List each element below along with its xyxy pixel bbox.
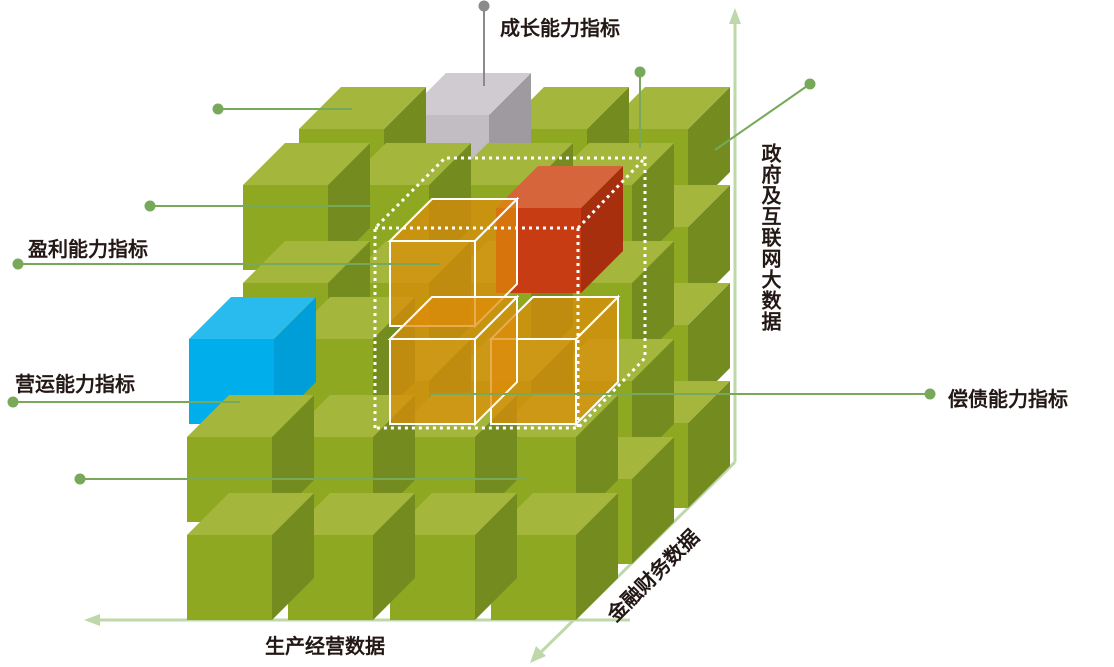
cube-top-face <box>187 395 314 437</box>
cube-side-face <box>576 493 618 620</box>
leader-unlabeled-5-dot-icon <box>804 78 816 90</box>
cube-side-face <box>688 185 730 312</box>
arrow-down-left-icon <box>530 646 546 663</box>
cube-top-face <box>603 87 730 129</box>
cube-front-face <box>187 535 272 620</box>
cube-side-face <box>688 381 730 508</box>
label-operation: 营运能力指标 <box>15 372 135 396</box>
leader-growth-dot-icon <box>478 0 490 12</box>
leader-profit-dot-icon <box>12 258 24 270</box>
cube-side-face <box>475 395 517 522</box>
cube-top-face <box>187 493 314 535</box>
cube-top-face <box>390 493 517 535</box>
leader-unlabeled-1-dot-icon <box>212 103 224 115</box>
axis-label-production: 生产经营数据 <box>265 634 385 658</box>
cube-top-face <box>404 73 531 115</box>
green-cube <box>390 493 517 620</box>
cube-top-face <box>299 87 426 129</box>
cube-top-face <box>243 143 370 185</box>
cube-side-face <box>632 339 674 466</box>
cube-top-face <box>496 166 623 208</box>
cube-top-face <box>189 297 316 339</box>
leader-unlabeled-5-line <box>714 83 811 151</box>
cube-top-face <box>491 493 618 535</box>
axis-label-gov-internet: 政府及互联网大数据 <box>758 143 782 332</box>
cube-side-face <box>373 493 415 620</box>
cube-side-face <box>632 437 674 564</box>
cube-side-face <box>272 493 314 620</box>
green-cube <box>187 493 314 620</box>
label-growth: 成长能力指标 <box>500 16 620 40</box>
leader-unlabeled-2-dot-icon <box>144 200 156 212</box>
cube-side-face <box>272 395 314 522</box>
cube-side-face <box>373 395 415 522</box>
cube-top-face <box>344 143 471 185</box>
cube-side-face <box>632 241 674 368</box>
cube-front-face <box>389 338 476 425</box>
cube-side-face <box>581 166 623 293</box>
cube-top-face <box>288 297 415 339</box>
cube-side-face <box>475 493 517 620</box>
orange-cube-highlight <box>387 294 520 427</box>
cube-top-face <box>288 395 415 437</box>
leader-unlabeled-3-dot-icon <box>74 473 86 485</box>
cube-side-face <box>576 395 618 522</box>
arrow-left-icon <box>84 614 100 626</box>
cube-side-face <box>688 283 730 410</box>
label-solvency: 偿债能力指标 <box>948 387 1068 411</box>
leader-unlabeled-4-dot-icon <box>634 66 646 78</box>
label-profit: 盈利能力指标 <box>28 237 148 261</box>
cube-top-face <box>288 493 415 535</box>
leader-operation-dot-icon <box>7 396 19 408</box>
highlight-box-outline <box>373 156 647 430</box>
cube-side-face <box>632 143 674 270</box>
leader-solvency-dot-icon <box>924 388 936 400</box>
cube-top-face <box>502 87 629 129</box>
cube-side-face <box>688 87 730 214</box>
cube-side-face <box>274 297 316 424</box>
arrow-up-icon <box>729 8 741 24</box>
cube-top-face <box>243 241 370 283</box>
orange-cube-highlight <box>387 196 520 329</box>
